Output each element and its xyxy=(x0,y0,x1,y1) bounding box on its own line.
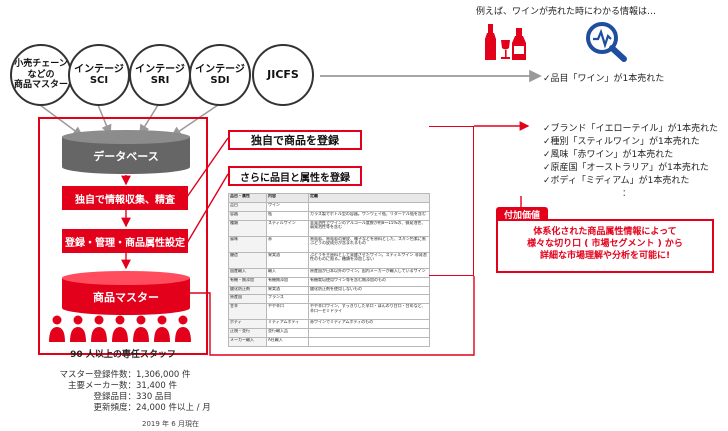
table-row: 甘辛やや辛口やや辛口ワイン、すっきりした辛口・ほんのり甘口・甘めなど、辛口～セミ… xyxy=(228,303,430,321)
stat-row: 主要メーカー数：31,400 件 xyxy=(67,381,177,392)
source-arrows xyxy=(39,104,219,137)
master-cylinder: 商品マスター xyxy=(62,271,190,315)
step-collect: 独自で情報収集、精査 xyxy=(62,186,188,210)
analysis-magnifier-icon xyxy=(586,22,627,62)
database-cylinder: データベース xyxy=(62,130,190,174)
result-detail: ✓種別「スティルワイン」が1本売れた xyxy=(543,137,700,147)
table-row: 国産輸入輸入原産国が日本以外のワイン。国内メーカーが輸入しているワイン xyxy=(228,267,430,278)
result-detail: ✓ボディ「ミディアム」が1本売れた xyxy=(543,176,690,186)
table-row: 品目ワイン xyxy=(228,201,430,212)
attribute-table: 品目・属性 内容 定義 品目ワイン 容器瓶ガラス製でボトル型の容器。ワンウェイ瓶… xyxy=(228,193,430,347)
table-header-row: 品目・属性 内容 定義 xyxy=(228,193,430,203)
added-value-text: 体系化された商品属性情報によって 様々な切り口 ( 市場セグメント ) から 詳… xyxy=(527,227,683,262)
result-detail: ✓ブランド「イエローテイル」が1本売れた xyxy=(543,124,719,134)
table-row: 原産国フランス xyxy=(228,294,430,305)
source-intage-sdi: インテージ SDI xyxy=(189,44,251,106)
table-row: 有機・無添加有機無添加有機栽培使用ワイン等を含む無添加のもの xyxy=(228,276,430,287)
result-detail: ✓原産国「オーストラリア」が1本売れた xyxy=(543,163,709,173)
example-title: 例えば、ワインが売れた時にわかる情報は… xyxy=(476,7,657,17)
step-register: 登録・管理・商品属性設定 xyxy=(62,229,188,253)
wine-bottle-icon xyxy=(485,24,526,60)
master-label: 商品マスター xyxy=(93,290,159,304)
callout-register: 独自で商品を登録 xyxy=(228,130,362,150)
added-value-box: 体系化された商品属性情報によって 様々な切り口 ( 市場セグメント ) から 詳… xyxy=(496,219,714,273)
person-icon xyxy=(49,315,191,342)
added-value-tag: 付加価値 xyxy=(496,207,548,221)
database-label: データベース xyxy=(93,149,158,163)
table-row: 種類スティルワイン非発泡性でワインのアルコール度数が約8～15%の、微発泡性、弱… xyxy=(228,219,430,237)
source-retail-master: 小売チェーン などの 商品マスター xyxy=(10,44,72,106)
table-row: 容器瓶ガラス製でボトル型の容器。ワンウェイ瓶、リターナル瓶を含む xyxy=(228,210,430,221)
stat-row: 更新頻度：24,000 件以上 / 月 xyxy=(93,403,211,414)
date-note: 2019 年 6 月現在 xyxy=(142,420,199,428)
staff-icons xyxy=(49,315,191,342)
table-row: 醸造果実酒ぶどうを主原料として発酵させたワイン。スティルワイン 非発泡性のものに… xyxy=(228,251,430,269)
stat-row: マスター登録件数：1,306,000 件 xyxy=(59,370,191,380)
pipeline-frame xyxy=(38,117,208,355)
source-intage-sci: インテージ SCI xyxy=(68,44,130,106)
table-row: 風味赤黒葡萄、黒葡萄の果皮、種子などを原料とした、スキン色素に黒ぶどうの皮成分が… xyxy=(228,235,430,253)
table-row: 酸化防止剤果実酒酸化防止剤を使用しないもの xyxy=(228,285,430,296)
table-row: 正規・並行並行輸入品 xyxy=(228,328,430,339)
source-intage-sri: インテージ SRI xyxy=(129,44,191,106)
system-frame xyxy=(429,126,474,276)
result-basic: ✓品目「ワイン」が1本売れた xyxy=(543,74,665,84)
table-row: ボディミディアムボディ赤ワインでミディアムボディのもの xyxy=(228,319,430,330)
staff-label: 90 人以上の専任スタッフ xyxy=(70,350,176,360)
result-ellipsis: ： xyxy=(622,189,632,199)
result-detail: ✓風味「赤ワイン」が1本売れた xyxy=(543,150,674,160)
source-jicfs: JICFS xyxy=(252,44,314,106)
callout-attributes: さらに品目と属性を登録 xyxy=(228,166,362,186)
stats-block: マスター登録件数：1,306,000 件 主要メーカー数：31,400 件 登録… xyxy=(40,370,211,414)
stat-row: 登録品目：330 品目 xyxy=(93,392,172,403)
